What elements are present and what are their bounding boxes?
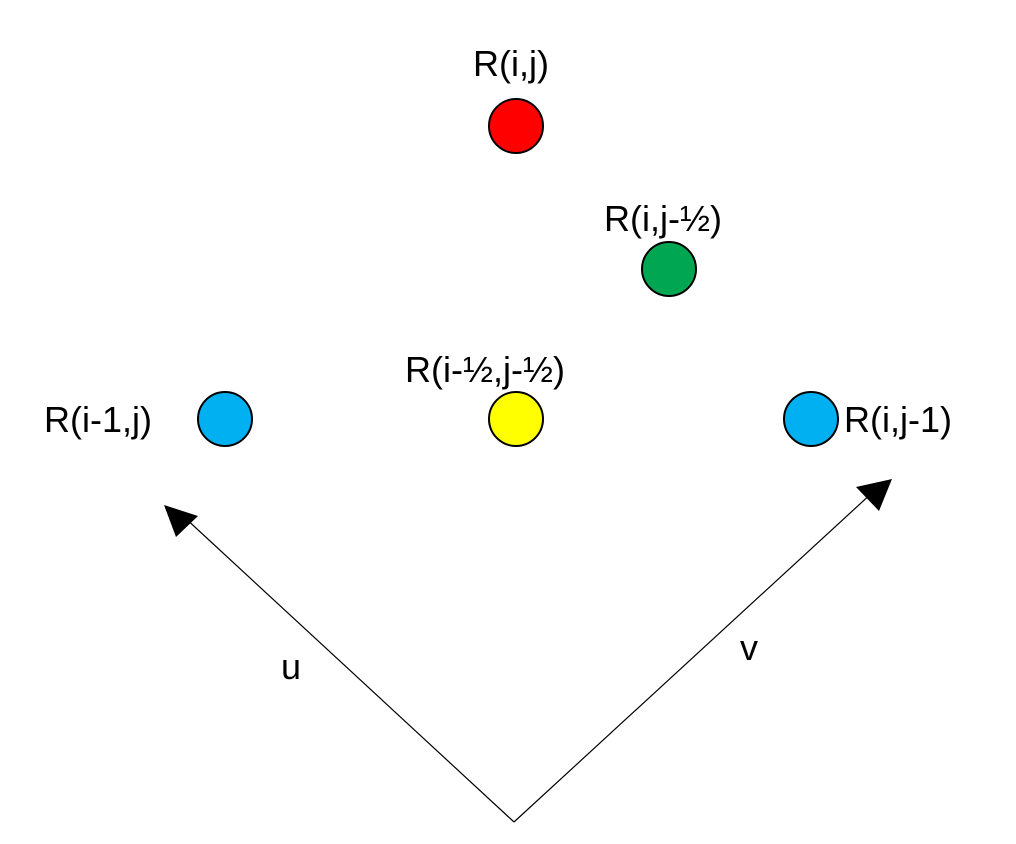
u-axis-label: u bbox=[281, 646, 301, 687]
node-r-i-j bbox=[488, 98, 544, 154]
node-r-ihalf-jhalf-label: R(i-½,j-½) bbox=[405, 349, 565, 390]
node-r-i-j1-label: R(i,j-1) bbox=[844, 399, 952, 440]
node-r-i-j-label: R(i,j) bbox=[473, 43, 549, 84]
v-arrowhead bbox=[856, 479, 892, 511]
v-axis-label: v bbox=[740, 627, 758, 668]
node-r-i1-j-label: R(i-1,j) bbox=[44, 399, 152, 440]
node-r-i-j1 bbox=[783, 391, 839, 447]
u-arrowhead bbox=[164, 505, 198, 537]
node-r-ihalf-jhalf bbox=[488, 391, 544, 447]
v-axis-line bbox=[513, 491, 874, 823]
node-r-i1-j bbox=[197, 391, 253, 447]
node-r-i-jhalf bbox=[641, 241, 697, 297]
u-axis-line bbox=[182, 515, 515, 823]
node-r-i-jhalf-label: R(i,j-½) bbox=[604, 198, 722, 239]
